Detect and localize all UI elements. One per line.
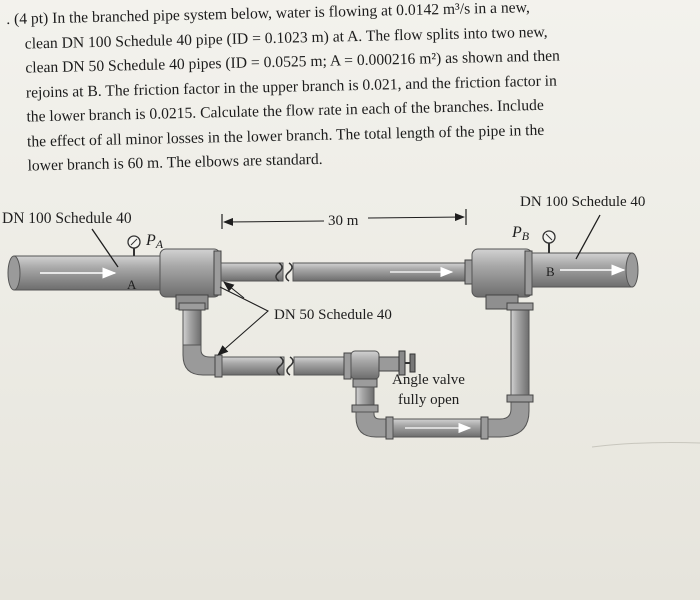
pipe-system-diagram: DN 100 Schedule 40 DN 100 Schedule 40 30…: [2, 194, 700, 448]
length-label: 30 m: [328, 213, 359, 229]
pressure-gauge-a: [127, 235, 141, 256]
pb-label-p: P: [511, 224, 522, 241]
leader-right-pipe: [575, 214, 601, 260]
pa-label-p: P: [145, 232, 156, 249]
pencil-mark: [591, 442, 700, 448]
valve-label-line2: fully open: [398, 392, 460, 408]
tee-b: [471, 248, 533, 310]
pb-label-sub: B: [522, 229, 530, 243]
length-dimension: [221, 209, 467, 229]
main-pipe-right: [531, 252, 639, 288]
branch-pipe-label: DN 50 Schedule 40: [274, 307, 392, 323]
leader-branch: [217, 286, 269, 356]
lower-branch-return-pipe: [351, 302, 534, 440]
pa-label-sub: A: [155, 237, 164, 251]
point-b-label: B: [546, 264, 555, 279]
pb-label: PB: [511, 224, 530, 243]
leader-left-pipe: [91, 228, 119, 268]
leader-branch-up: [223, 281, 245, 299]
angle-valve: [350, 350, 416, 388]
tee-a: [159, 248, 222, 310]
point-a-label: A: [127, 277, 137, 292]
main-pipe-left: [7, 255, 175, 291]
upper-branch-pipe: [220, 259, 473, 285]
problem-statement: . (4 pt) In the branched pipe system bel…: [6, 0, 696, 179]
pressure-gauge-b: [542, 230, 556, 253]
right-pipe-label: DN 100 Schedule 40: [520, 194, 645, 210]
lower-branch-pipe: [178, 302, 352, 380]
pa-label: PA: [145, 232, 164, 251]
left-pipe-label: DN 100 Schedule 40: [2, 210, 132, 227]
valve-label-line1: Angle valve: [392, 372, 465, 388]
